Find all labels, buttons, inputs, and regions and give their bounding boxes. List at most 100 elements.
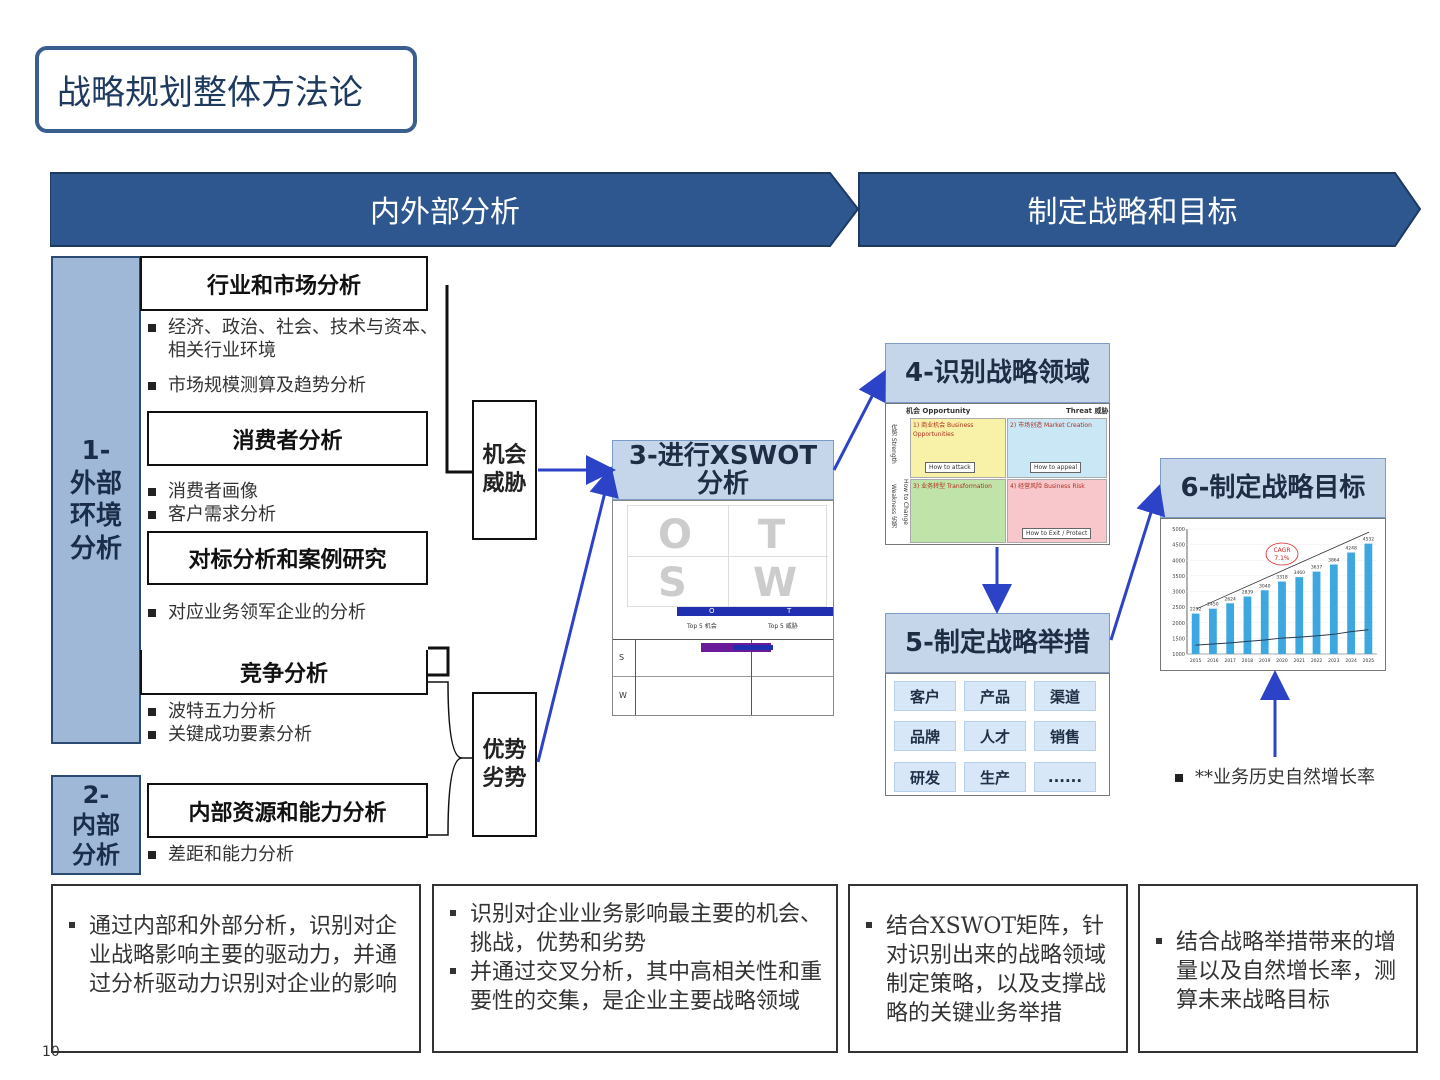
x-tick-label: 2017 — [1224, 658, 1236, 664]
banner-internal-external-analysis: 内外部分析 — [370, 195, 520, 230]
grid-divider-h — [628, 556, 828, 557]
chip-channel: 渠道 — [1034, 681, 1096, 711]
bar-2024 — [1347, 552, 1355, 654]
bullet-icon — [1175, 774, 1183, 782]
industry-bullet-1: 经济、政治、社会、技术与资本、相关行业环境 — [168, 317, 438, 361]
step-6-strategic-goals: 6-制定战略目标 — [1160, 458, 1386, 518]
data-label-2019: 3040 — [1259, 583, 1271, 589]
swot-letter-o: O — [658, 512, 693, 558]
x-tick-label: 2019 — [1259, 658, 1271, 664]
bar-2022 — [1312, 571, 1321, 654]
chip-product: 产品 — [964, 681, 1026, 711]
bar-2019 — [1260, 590, 1269, 654]
bullet-icon — [148, 708, 156, 716]
data-label-2023: 3864 — [1328, 558, 1340, 564]
swot-letter-w: W — [753, 560, 798, 606]
growth-note-text: **业务历史自然增长率 — [1195, 767, 1375, 788]
desc-3-text: 结合XSWOT矩阵，针对识别出来的战略领域制定策略，以及支撑战略的关键业务举措 — [886, 914, 1107, 1026]
swot-letter-t: T — [758, 512, 786, 558]
opportunity-threat-tag: 机会 威胁 — [472, 400, 537, 540]
consumer-bullets: 消费者画像 客户需求分析 — [148, 480, 438, 526]
internal-bullet-1: 差距和能力分析 — [168, 844, 294, 865]
internal-bullets: 差距和能力分析 — [148, 843, 438, 866]
initiative-chips-panel: 客户 产品 渠道 品牌 人才 销售 研发 生产 ...... — [885, 673, 1110, 796]
how-to-exit-label: How to Exit / Protect — [1022, 528, 1092, 539]
x-tick-label: 2022 — [1311, 658, 1323, 664]
bar-2023 — [1329, 564, 1338, 654]
desc-2-text-2: 并通过交叉分析，其中高相关性和重要性的交集，是企业主要战略领域 — [470, 960, 823, 1014]
bullet-icon — [450, 968, 456, 974]
step-3-xswot: 3-进行XSWOT 分析 — [612, 440, 834, 500]
chip-brand: 品牌 — [894, 721, 956, 751]
desc-4-text: 结合战略举措带来的增量以及自然增长率，测算未来战略目标 — [1176, 930, 1397, 1013]
desc-box-goals: 结合战略举措带来的增量以及自然增长率，测算未来战略目标 — [1138, 884, 1418, 1053]
x-tick-label: 2021 — [1294, 658, 1306, 664]
bar-2020 — [1278, 581, 1286, 654]
x-tick-label: 2018 — [1242, 658, 1254, 664]
bar-2025 — [1364, 543, 1373, 654]
consumer-heading: 消费者分析 — [147, 411, 428, 466]
y-tick-label: 1500 — [1172, 636, 1185, 642]
y-tick-label: 2500 — [1172, 605, 1185, 611]
chip-sales: 销售 — [1034, 721, 1096, 751]
cagr-value: 7.1% — [1274, 555, 1290, 562]
quadrant-transformation: 3) 业务转型 Transformation — [910, 479, 1006, 543]
internal-resources-heading: 内部资源和能力分析 — [147, 783, 428, 838]
bullet-icon — [148, 324, 156, 332]
industry-bullets: 经济、政治、社会、技术与资本、相关行业环境 市场规模测算及趋势分析 — [148, 316, 438, 397]
y-tick-label: 3500 — [1172, 574, 1185, 580]
bar-2018 — [1243, 596, 1252, 654]
matrix-strength-label: 优势 Strength — [890, 424, 897, 464]
competition-heading: 竞争分析 — [140, 650, 428, 695]
chip-customer: 客户 — [894, 681, 956, 711]
data-label-2017: 2624 — [1224, 596, 1236, 602]
cagr-label: CAGR — [1273, 547, 1290, 554]
bullet-icon — [69, 922, 75, 928]
quadrant-1-title: 1) 商业机会 Business Opportunities — [913, 422, 974, 438]
quadrant-market-creation: 2) 市场创造 Market Creation How to appeal — [1007, 418, 1107, 478]
matrix-threat-label: Threat 威胁 — [1066, 407, 1109, 415]
y-tick-label: 5000 — [1172, 527, 1185, 533]
quadrant-business-risk: 4) 经营风险 Business Risk How to Exit / Prot… — [1007, 479, 1107, 543]
bar-2016 — [1209, 608, 1217, 654]
data-label-2021: 3460 — [1294, 570, 1306, 576]
bullet-icon — [148, 851, 156, 859]
x-tick-label: 2015 — [1190, 658, 1202, 664]
matrix-how-change-label: How to Change — [902, 479, 909, 525]
cagr-ellipse — [1265, 542, 1299, 566]
y-tick-label: 4500 — [1172, 543, 1185, 549]
data-label-2015: 2292 — [1190, 607, 1202, 613]
matrix-opportunity-label: 机会 Opportunity — [906, 407, 971, 415]
quadrant-3-title: 3) 业务转型 Transformation — [913, 483, 992, 490]
xswot-grid-line — [613, 676, 833, 677]
desc-1-text: 通过内部和外部分析，识别对企业战略影响主要的驱动力，并通过分析驱动力识别对企业的… — [89, 914, 398, 997]
data-label-2020: 3318 — [1276, 575, 1288, 581]
xswot-header-bar: O T — [677, 607, 833, 616]
benchmark-bullets: 对应业务领军企业的分析 — [148, 601, 438, 624]
xswot-top-t: Top 5 威胁 — [768, 623, 798, 630]
how-to-appeal-label: How to appeal — [1030, 462, 1082, 473]
x-tick-label: 2016 — [1207, 658, 1219, 664]
benchmark-heading: 对标分析和案例研究 — [147, 531, 428, 585]
xswot-highlight-bar-2 — [733, 645, 773, 650]
bullet-icon — [148, 382, 156, 390]
chip-more: ...... — [1034, 762, 1096, 792]
bullet-icon — [1156, 938, 1162, 944]
data-label-2018: 2839 — [1242, 590, 1254, 596]
consumer-bullet-1: 消费者画像 — [168, 481, 258, 502]
competition-bullet-1: 波特五力分析 — [168, 701, 276, 722]
bullet-icon — [148, 511, 156, 519]
phase-banners — [50, 172, 1422, 247]
how-to-attack-label: How to attack — [925, 462, 975, 473]
consumer-bullet-2: 客户需求分析 — [168, 504, 276, 525]
x-tick-label: 2025 — [1363, 658, 1375, 664]
benchmark-bullet-1: 对应业务领军企业的分析 — [168, 602, 366, 623]
bullet-icon — [148, 488, 156, 496]
bullet-icon — [148, 609, 156, 617]
data-label-2016: 2450 — [1207, 602, 1219, 608]
bullet-icon — [450, 910, 456, 916]
page-title: 战略规划整体方法论 — [35, 46, 417, 133]
growth-bar-chart: 5000450040003500300025002000150010002292… — [1172, 527, 1377, 664]
chip-talent: 人才 — [964, 721, 1026, 751]
quadrant-4-title: 4) 经营风险 Business Risk — [1010, 483, 1085, 490]
